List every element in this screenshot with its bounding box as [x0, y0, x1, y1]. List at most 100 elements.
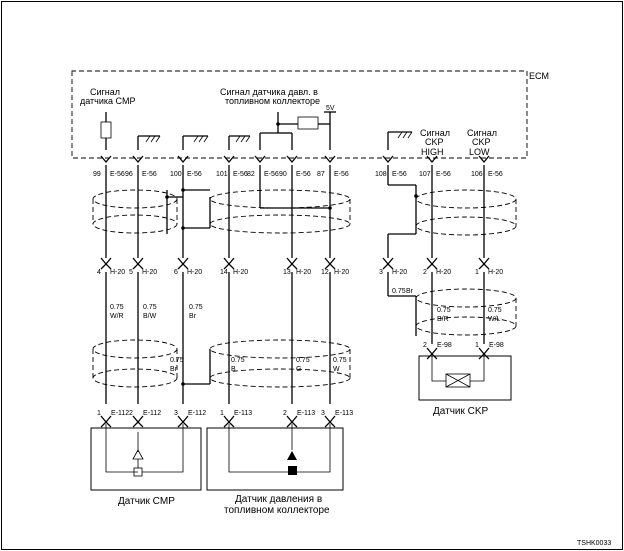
cmp-resistor-symbol [100, 112, 112, 150]
sensor-connector-id: E-112 [111, 410, 129, 417]
wire-gauge-2: 0.75 [143, 304, 157, 311]
wire-gauge-lower-2: 0.75 [231, 357, 245, 364]
h20-connector-id: H-20 [392, 269, 407, 276]
h20-arrow-bottom [177, 263, 189, 270]
wire-color-lower-2: B [231, 366, 236, 373]
ecm-pin-arrows [100, 155, 490, 164]
ecm-connector-id: E-56 [110, 171, 125, 178]
ground-symbol-96 [137, 135, 161, 150]
h20-connector-id: H-20 [142, 269, 157, 276]
h20-pin-number: 14 [220, 269, 228, 276]
h20-arrow-bottom [286, 263, 298, 270]
ground-symbol-100 [182, 135, 209, 150]
ecm-connector-id: E-56 [187, 171, 202, 178]
wire-color-ckp-high: B/R [437, 316, 449, 323]
sensor-connector-id: E-98 [437, 342, 452, 349]
ecm-pin-number: 99 [93, 171, 101, 178]
document-code: TSHK0033 [577, 540, 611, 547]
sensor-connector-id: E-112 [188, 410, 206, 417]
wire-gauge-ckp-high: 0.75 [437, 307, 451, 314]
ecm-pin-arrow [132, 155, 144, 164]
supply-5v-label: 5V [326, 105, 335, 112]
sensor-arrow-bottom [426, 353, 438, 360]
wire-gauge-lower-1: 0.75 [170, 357, 184, 364]
ecm-pin-number: 107 [419, 171, 431, 178]
ckp-high-label-3: HIGH [421, 147, 444, 157]
h20-connector-id: H-20 [233, 269, 248, 276]
h20-connector-id: H-20 [334, 269, 349, 276]
h20-connector-id: H-20 [110, 269, 125, 276]
wire-gauge-ckp-low: 0.75 [488, 307, 502, 314]
ecm-pin-number: 82 [247, 171, 255, 178]
wire-gauge-lower-3: 0.75 [296, 357, 310, 364]
ecm-pin-arrow [223, 155, 235, 164]
ecm-pin-arrow [324, 155, 336, 164]
rail-sensor-caption-1: Датчик давления в [235, 494, 322, 505]
h20-pin-number: 2 [423, 269, 427, 276]
wire-gauge-ckp-gnd: 0.75 [392, 288, 406, 295]
wire-color-lower-1: Br [170, 366, 178, 373]
sensor-connector-id: E-98 [489, 342, 504, 349]
h20-arrow-bottom [324, 263, 336, 270]
sensor-arrow-bottom [132, 421, 144, 428]
rail-signal-label-1: Сигнал датчика давл. в [220, 87, 318, 97]
sensor-arrow-bottom [177, 421, 189, 428]
sensor-pin-number: 1 [475, 342, 479, 349]
h20-connector-id: H-20 [296, 269, 311, 276]
shield-upper-left [92, 189, 178, 234]
sensor-pin-number: 3 [174, 410, 178, 417]
ecm-pin-number: 106 [471, 171, 483, 178]
ckp-high-label-1: Сигнал [420, 128, 450, 138]
ecm-connector-id: E-56 [296, 171, 311, 178]
sensor-connector-id: E-113 [335, 410, 353, 417]
rail-signal-label-2: топливном коллекторе [225, 96, 320, 106]
wire-color-lower-4: W [333, 366, 340, 373]
ecm-pin-number: 90 [279, 171, 287, 178]
rail-sensor-caption-2: топливном коллекторе [224, 505, 330, 516]
ecm-pin-arrow [177, 155, 189, 164]
shield-upper-right [415, 189, 517, 236]
sensor-arrow-bottom [286, 421, 298, 428]
cmp-signal-label-1: Сигнал [90, 87, 120, 97]
rail-pressure-sensor [206, 424, 344, 491]
ckp-sensor-caption: Датчик CKP [433, 406, 489, 417]
sensor-connector-id: E-113 [234, 410, 252, 417]
h20-pin-number: 13 [283, 269, 291, 276]
ckp-low-label-2: CKP [472, 137, 491, 147]
h20-arrow-bottom [426, 263, 438, 270]
h20-arrow-bottom [100, 263, 112, 270]
wire-gauge-1: 0.75 [110, 304, 124, 311]
sensor-connector-arrows [100, 347, 490, 428]
sensor-pin-number: 1 [97, 410, 101, 417]
ecm-pin-number: 108 [375, 171, 387, 178]
ecm-connector-id: E-56 [142, 171, 157, 178]
h20-connector-id: H-20 [488, 269, 503, 276]
wire-color-3: Br [189, 313, 197, 320]
h20-connector-id: H-20 [436, 269, 451, 276]
cmp-sensor [90, 424, 202, 491]
ecm-name: ECM [529, 71, 549, 81]
ecm-pin-arrow [382, 155, 394, 164]
sensor-arrow-bottom [100, 421, 112, 428]
ckp-low-label-3: LOW [469, 147, 490, 157]
shield-upper-middle [209, 189, 351, 234]
ecm-connector-id: E-56 [264, 171, 279, 178]
sensor-pin-number: 3 [321, 410, 325, 417]
h20-pin-number: 6 [174, 269, 178, 276]
ecm-pin-number: 101 [216, 171, 228, 178]
wire-labels: 0.75 W/R 0.75 B/W 0.75 Br 0.75 Br 0.75 B… [110, 288, 502, 373]
wires [105, 165, 485, 404]
cmp-signal-label-2: датчика CMP [80, 96, 136, 106]
ecm-connector-id: E-56 [392, 171, 407, 178]
ecm-connector-id: E-56 [488, 171, 503, 178]
ecm-pin-arrow [286, 155, 298, 164]
ecm-connector-id: E-56 [233, 171, 248, 178]
ecm-pin-arrow [478, 155, 490, 164]
sensor-pin-number: 2 [283, 410, 287, 417]
wire-color-2: B/W [143, 313, 157, 320]
